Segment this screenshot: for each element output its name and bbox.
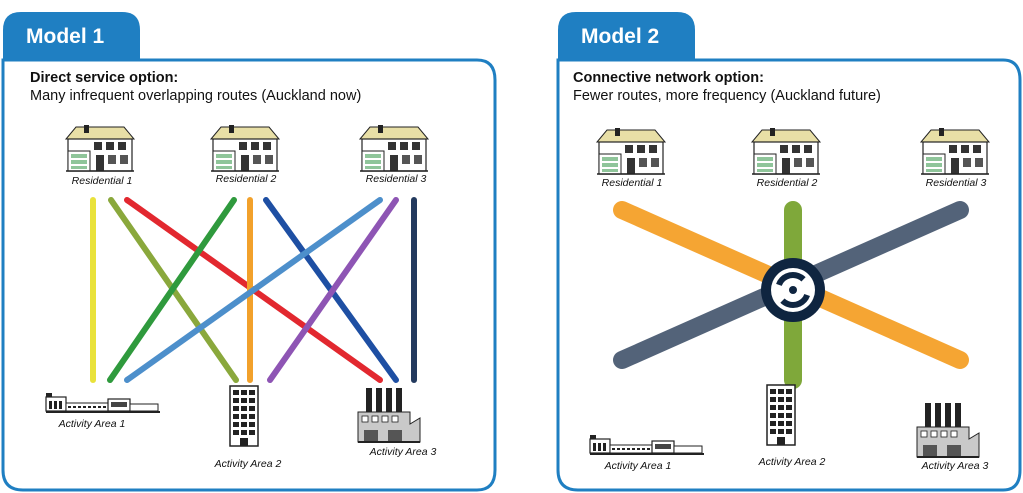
activity-area-3-label: Activity Area 3 xyxy=(921,460,989,472)
model-2-frame: Model 2 xyxy=(556,12,1022,492)
model-2-panel: Model 2 Connective network option: Fewer… xyxy=(555,0,1023,493)
model-tab-label: Model 1 xyxy=(26,25,104,48)
residential-1-icon xyxy=(596,127,666,175)
residential-1-icon xyxy=(65,124,135,172)
panel-border xyxy=(1,58,497,492)
activity-area-2-icon xyxy=(766,384,796,446)
residential-3-icon xyxy=(920,127,990,175)
activity-area-2-icon xyxy=(229,385,259,447)
route-line xyxy=(124,197,383,383)
option-subtitle: Many infrequent overlapping routes (Auck… xyxy=(30,88,362,104)
activity-area-3-icon xyxy=(916,402,980,458)
route-line xyxy=(107,197,237,383)
residential-3-icon xyxy=(359,124,429,172)
model-tab-label: Model 2 xyxy=(581,25,659,48)
activity-area-1-icon xyxy=(45,392,161,413)
residential-2-icon xyxy=(210,124,280,172)
activity-area-1-label: Activity Area 1 xyxy=(604,460,672,472)
panel-border xyxy=(556,58,1022,492)
activity-area-2-label: Activity Area 2 xyxy=(214,458,282,470)
activity-area-3-icon xyxy=(357,387,421,443)
route-line xyxy=(267,197,399,383)
residential-2-label: Residential 2 xyxy=(215,173,277,185)
residential-1-label: Residential 1 xyxy=(71,175,133,187)
residential-2-icon xyxy=(751,127,821,175)
activity-area-1-label: Activity Area 1 xyxy=(58,418,126,430)
option-title: Connective network option: xyxy=(573,70,764,86)
model-1-panel: Model 1 Direct service option: Many infr… xyxy=(0,0,497,493)
model-1-frame: Model 1 xyxy=(1,12,497,492)
model-tab xyxy=(558,12,695,60)
activity-area-3-label: Activity Area 3 xyxy=(369,446,437,458)
residential-1-label: Residential 1 xyxy=(601,177,663,189)
residential-3-label: Residential 3 xyxy=(365,173,427,185)
activity-area-1-icon xyxy=(589,434,705,455)
residential-2-label: Residential 2 xyxy=(756,177,818,189)
residential-3-label: Residential 3 xyxy=(925,177,987,189)
transfer-hub-icon xyxy=(761,258,825,322)
activity-area-2-label: Activity Area 2 xyxy=(758,456,826,468)
option-title: Direct service option: xyxy=(30,70,179,86)
option-subtitle: Fewer routes, more frequency (Auckland f… xyxy=(573,88,881,104)
model-tab xyxy=(3,12,140,60)
route-lines xyxy=(90,197,417,383)
